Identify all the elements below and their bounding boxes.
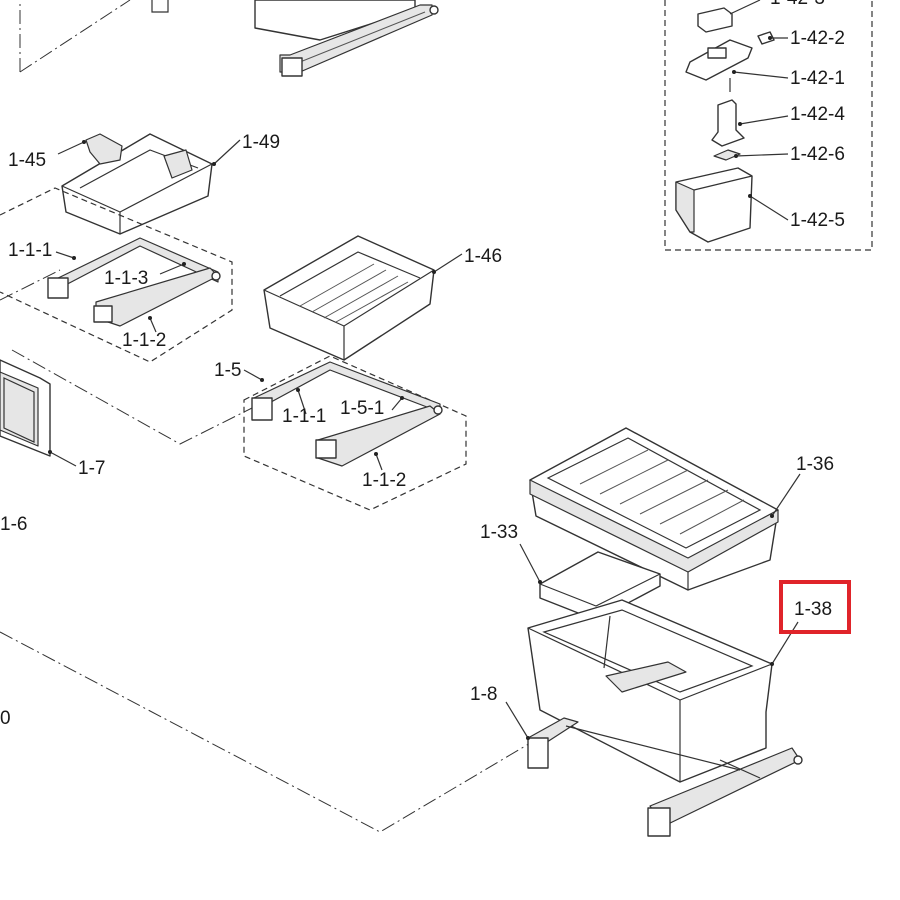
drawer-1-46: 1-46 <box>263 235 502 361</box>
callout-1-33: 1-33 <box>480 522 518 543</box>
callout-1-5-1: 1-5-1 <box>340 398 384 419</box>
bin-1-49 <box>61 133 213 235</box>
guide-line <box>19 0 131 73</box>
bin-1-38 <box>527 599 799 783</box>
callout-1-1-2-center: 1-1-2 <box>362 470 406 491</box>
callout-1-42-5: 1-42-5 <box>790 210 845 231</box>
callout-1-45: 1-45 <box>8 150 46 171</box>
callout-1-49: 1-49 <box>242 132 280 153</box>
callouts-bin-1-49: 1-45 1-49 <box>8 132 280 171</box>
door-panel-1-7: 1-7 <box>0 359 105 479</box>
callout-1-6: 1-6 <box>0 514 27 535</box>
callout-1-46: 1-46 <box>464 246 502 267</box>
callouts-1-42: 1-42-3 1-42-2 1-42-1 1-42-4 1-42-6 1-42-… <box>729 0 845 231</box>
callout-1-8: 1-8 <box>470 684 497 705</box>
callout-1-42-6: 1-42-6 <box>790 144 845 165</box>
guide-line <box>0 269 61 301</box>
guide-line <box>0 631 533 833</box>
callout-1-42-3: 1-42-3 <box>770 0 825 9</box>
rail-assembly-1-5: 1-5 1-1-1 1-5-1 1-1-2 <box>214 355 467 511</box>
callout-1-1-1-center: 1-1-1 <box>282 406 326 427</box>
callout-1-7: 1-7 <box>78 458 105 479</box>
callout-0: 0 <box>0 708 11 729</box>
callout-1-42-1: 1-42-1 <box>790 68 845 89</box>
callout-1-1-3: 1-1-3 <box>104 268 148 289</box>
guide-line <box>11 349 253 445</box>
callout-1-1-1-upper: 1-1-1 <box>8 240 52 261</box>
callout-highlight-box <box>779 580 851 634</box>
slide-rail-1-8: 1-8 <box>470 684 803 837</box>
callout-1-38: 1-38 <box>794 599 832 620</box>
callouts-rail-left: 1-1-1 1-1-3 1-1-2 <box>8 240 186 351</box>
callout-1-36: 1-36 <box>796 454 834 475</box>
callout-1-42-2: 1-42-2 <box>790 28 845 49</box>
top-drawer-partial <box>151 0 439 77</box>
tray-1-36: 1-36 <box>529 427 834 591</box>
callout-1-1-2-upper: 1-1-2 <box>122 330 166 351</box>
callout-1-5: 1-5 <box>214 360 241 381</box>
assembly-1-42-box <box>664 0 873 251</box>
callout-1-42-4: 1-42-4 <box>790 104 845 125</box>
shelf-1-33: 1-33 <box>480 522 661 621</box>
